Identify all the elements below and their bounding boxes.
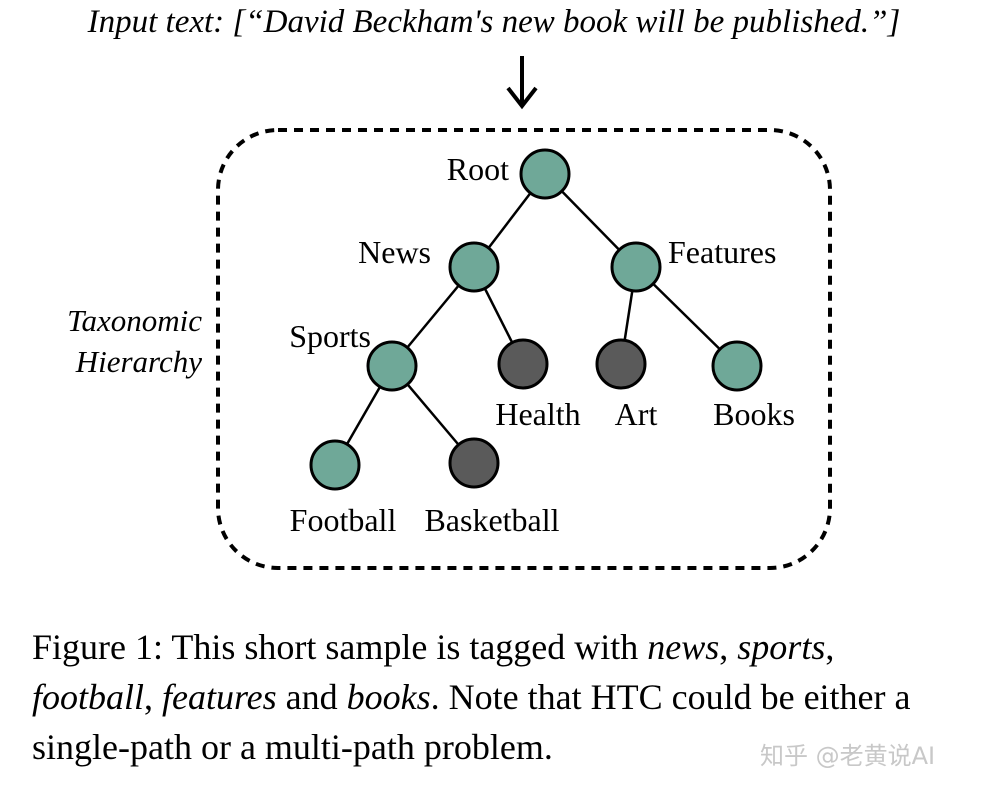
caption-sep3: , — [144, 677, 163, 717]
watermark: 知乎 @老黄说AI — [760, 742, 936, 770]
label-football: Football — [290, 502, 397, 538]
label-features: Features — [668, 234, 776, 270]
label-root: Root — [447, 151, 509, 187]
hierarchy-container — [216, 128, 832, 570]
caption-tag-news: news — [647, 627, 720, 667]
label-books: Books — [713, 396, 795, 432]
node-root — [519, 148, 571, 200]
node-basketball — [448, 437, 500, 489]
caption-tag-sports: sports — [737, 627, 826, 667]
caption-tag-football: football — [32, 677, 145, 717]
taxonomy-diagram: Input text: [“David Beckham's new book w… — [67, 4, 901, 570]
hierarchy-label-line1: Taxonomic — [67, 303, 202, 338]
hierarchy-label-line2: Hierarchy — [75, 344, 202, 379]
input-text: Input text: [“David Beckham's new book w… — [87, 4, 901, 40]
caption-sep4: and — [276, 677, 347, 717]
label-sports: Sports — [289, 318, 371, 354]
caption-suffix: . Note that HTC could be either a single… — [32, 677, 911, 767]
node-art — [595, 338, 647, 390]
caption-sep2: , — [825, 627, 835, 667]
label-news: News — [358, 234, 431, 270]
tree-nodes — [309, 148, 763, 491]
node-books — [711, 340, 763, 392]
caption-sep1: , — [719, 627, 738, 667]
down-arrow-icon — [506, 56, 538, 110]
figure-caption: Figure 1: This short sample is tagged wi… — [32, 622, 972, 772]
node-sports — [366, 340, 418, 392]
caption-prefix: Figure 1: This short sample is tagged wi… — [32, 627, 648, 667]
label-health: Health — [495, 396, 580, 432]
node-football — [309, 439, 361, 491]
node-features — [610, 241, 662, 293]
label-basketball: Basketball — [424, 502, 559, 538]
node-news — [448, 241, 500, 293]
label-art: Art — [615, 396, 658, 432]
caption-tag-features: features — [162, 677, 277, 717]
node-health — [497, 338, 549, 390]
caption-tag-books: books — [346, 677, 431, 717]
